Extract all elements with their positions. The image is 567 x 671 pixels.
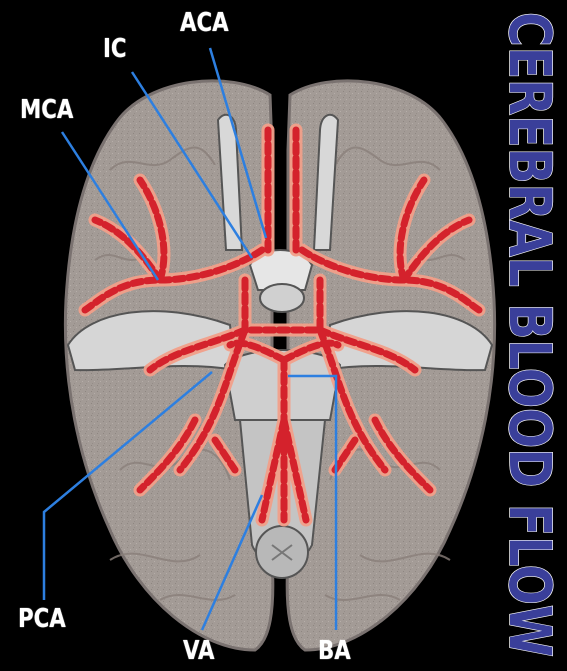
- pca-label: PCA: [18, 604, 66, 634]
- mca-label: MCA: [20, 95, 73, 125]
- title-text: CEREBRAL BLOOD FLOW: [498, 12, 564, 657]
- ba-label: BA: [318, 636, 351, 666]
- pituitary: [260, 284, 304, 312]
- title-vertical: CEREBRAL BLOOD FLOW: [498, 10, 564, 660]
- ic-label: IC: [103, 34, 127, 64]
- va-label: VA: [183, 636, 215, 666]
- aca-label: ACA: [180, 8, 229, 38]
